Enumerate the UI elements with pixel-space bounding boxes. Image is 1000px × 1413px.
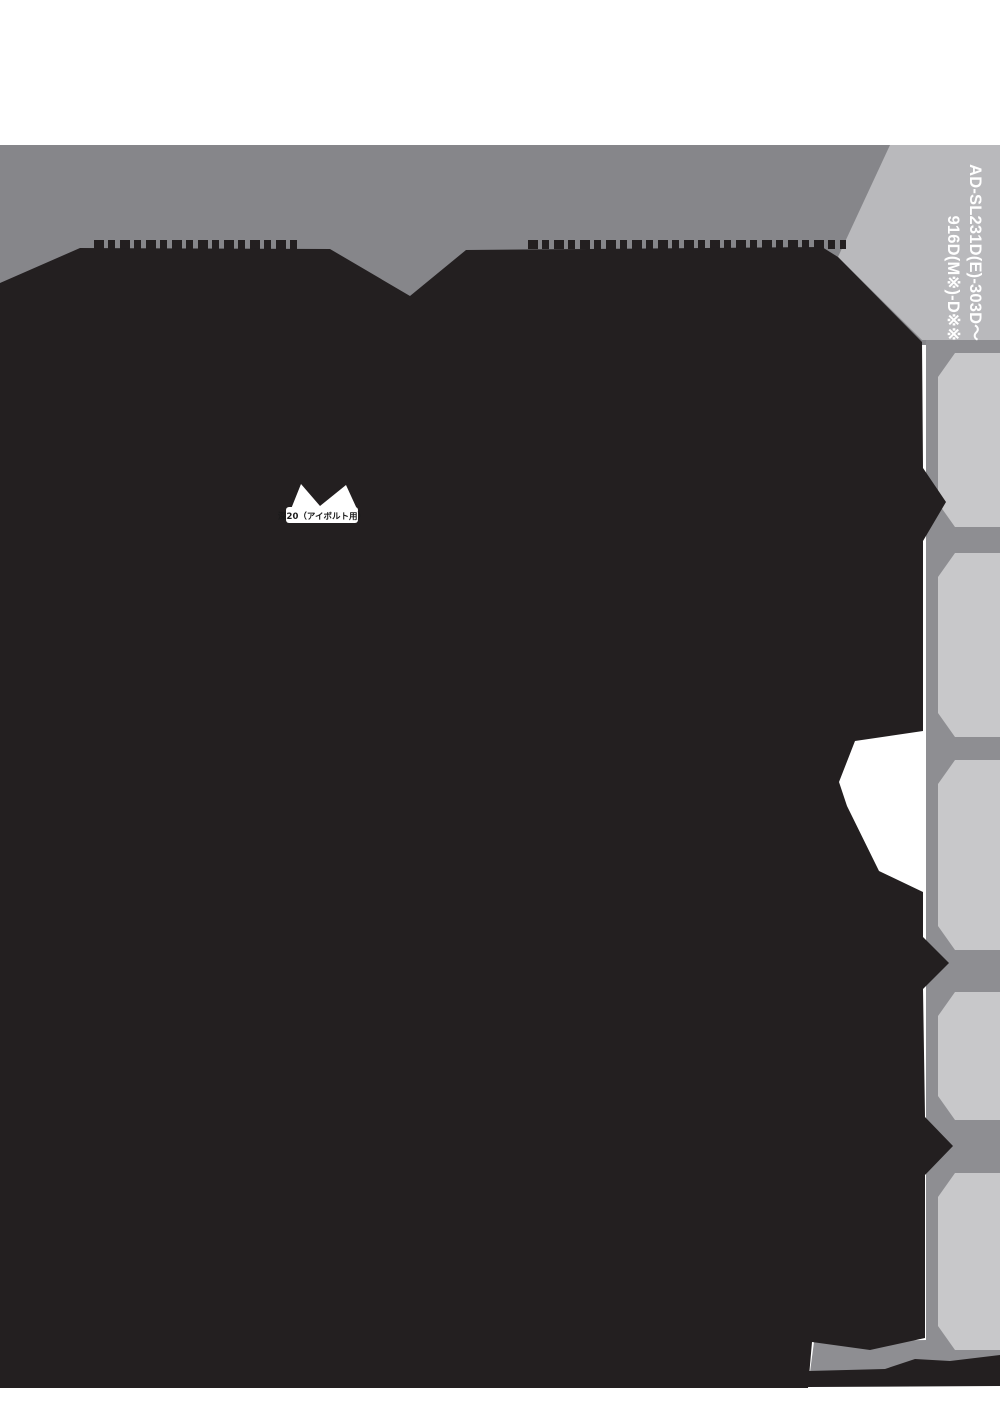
obscured-heading-right — [528, 240, 846, 249]
side-index-tab-2 — [938, 553, 1000, 737]
callout-label-band — [286, 507, 358, 523]
sidebar-index-strip — [926, 145, 1000, 1372]
callout-label: 深20（アイボルト用） — [278, 511, 366, 522]
side-index-tab-5 — [938, 1173, 1000, 1350]
side-index-tab-4 — [938, 992, 1000, 1120]
blacked-out-content-silhouette — [0, 247, 953, 1388]
side-index-tab-1 — [938, 353, 1000, 527]
obscured-heading-left — [94, 240, 300, 249]
bottom-gray-wedge — [810, 1340, 926, 1372]
bottom-black-bar — [808, 1355, 1000, 1387]
side-index-tab-3 — [938, 760, 1000, 950]
callout-mark — [291, 484, 357, 509]
